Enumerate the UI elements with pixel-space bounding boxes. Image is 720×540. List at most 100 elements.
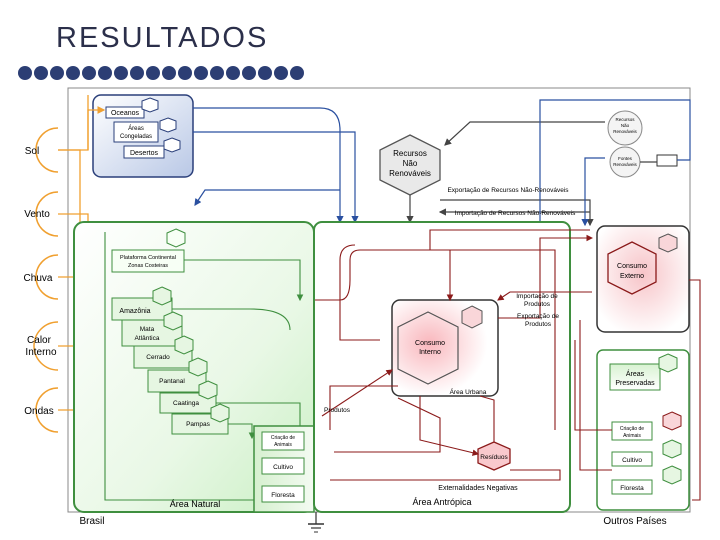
biome-staircase: Amazônia Mata Atlântica Cerrado Pantanal…: [111, 286, 230, 435]
outros-criacao-label-2: Animais: [623, 433, 641, 439]
plataforma-stock-icon: [166, 228, 186, 248]
outros-floresta-label: Floresta: [620, 485, 644, 492]
natural-flows: [104, 232, 304, 501]
cerrado-stock-icon: [174, 335, 194, 355]
outros-criacao-box: [611, 421, 653, 441]
amazonia-stock-icon: [152, 286, 172, 306]
pampas-stock-icon: [210, 403, 230, 423]
external-stock-icon: [658, 233, 678, 253]
global-flows: [193, 99, 691, 227]
source-sol: Sol: [25, 127, 59, 173]
areas-congeladas-box: [113, 121, 159, 143]
oceanos-label: Oceanos: [111, 110, 140, 117]
title-dot: [290, 66, 304, 80]
import-nr-label: Importação de Recursos Não-Renováveis: [455, 210, 576, 217]
nr-label-3: Renováveis: [389, 169, 431, 178]
desertos-label: Desertos: [130, 150, 159, 157]
outros-criacao-label-1: Criação de: [620, 426, 644, 432]
title-dot: [194, 66, 208, 80]
export-nr-label: Exportação de Recursos Não-Renováveis: [447, 187, 569, 194]
source-ondas: Ondas: [24, 387, 59, 433]
residuos-node: [477, 441, 511, 471]
title-dot: [34, 66, 48, 80]
externalidades-label: Externalidades Negativas: [438, 485, 518, 492]
criacao-label-1: Criação de: [271, 435, 295, 441]
consumo-externo-node: [607, 241, 657, 295]
title-dot: [66, 66, 80, 80]
title-dot: [162, 66, 176, 80]
outros-flows: [574, 279, 701, 501]
title-dot: [258, 66, 272, 80]
area-urbana-label: Área Urbana: [450, 387, 487, 396]
oceanos-box: [105, 106, 145, 119]
title-dot: [146, 66, 160, 80]
desertos-box: [123, 145, 165, 159]
outros-floresta-stock-icon: [662, 465, 682, 485]
desert-storage-icon: [163, 137, 181, 153]
external-money-box: [656, 154, 678, 167]
mata-label-2: Atlântica: [135, 335, 160, 342]
oceanos-storage-icon: [141, 97, 159, 113]
areas-preservadas-label-2: Preservadas: [615, 380, 655, 387]
amazonia-label: Amazônia: [119, 308, 150, 315]
calor-label-1: Calor: [27, 335, 52, 346]
cultivo-box: [261, 457, 305, 475]
outros-cultivo-label: Cultivo: [622, 457, 642, 464]
floresta-box: [261, 485, 305, 503]
outros-cultivo-box: [611, 451, 653, 467]
export-produtos-label-2: Produtos: [525, 321, 552, 328]
ext-nr-label-3: Renováveis: [613, 129, 637, 134]
external-nr-node: [607, 110, 643, 146]
consumo-interno-label-1: Consumo: [415, 340, 445, 347]
biome-plataforma: Plataforma Continental Zonas Costeiras: [111, 228, 186, 273]
import-produtos-label-1: Importação de: [516, 293, 558, 300]
areas-congeladas-label-1: Áreas: [128, 125, 144, 132]
chuva-label: Chuva: [24, 273, 53, 284]
title-dot: [18, 66, 32, 80]
pantanal-label: Pantanal: [159, 378, 185, 385]
export-produtos-label-1: Exportação de: [517, 313, 559, 320]
ice-storage-icon: [159, 117, 177, 133]
import-produtos-label-2: Produtos: [524, 301, 551, 308]
vento-label: Vento: [24, 209, 50, 220]
outros-floresta-box: [611, 479, 653, 495]
plataforma-label-1: Plataforma Continental: [120, 255, 176, 261]
consumo-externo-label-2: Externo: [620, 273, 644, 280]
brasil-label: Brasil: [79, 516, 104, 527]
cerrado-label: Cerrado: [146, 354, 170, 361]
residuos-label: Resíduos: [480, 454, 508, 461]
biome-pantanal: [147, 369, 207, 393]
outros-paises-label: Outros Países: [603, 516, 666, 527]
areas-preservadas-label-1: Áreas: [626, 369, 645, 378]
outros-criacao-stock-icon: [662, 411, 682, 431]
mata-stock-icon: [163, 311, 183, 331]
pantanal-stock-icon: [188, 357, 208, 377]
title-dot: [98, 66, 112, 80]
area-natural-label: Área Natural: [170, 499, 221, 509]
ext-fr-label-1: Fontes: [618, 156, 633, 161]
anthropic-flows: [315, 229, 594, 481]
sol-label: Sol: [25, 146, 39, 157]
caatinga-label: Caatinga: [173, 400, 199, 407]
areas-preservadas-box: [609, 363, 661, 391]
consumo-interno-node: [397, 311, 459, 385]
plataforma-label-2: Zonas Costeiras: [128, 263, 168, 269]
area-antropica-label: Área Antrópica: [412, 497, 471, 507]
heat-sink-icon: [308, 512, 324, 533]
ondas-label: Ondas: [24, 406, 53, 417]
mata-label-1: Mata: [140, 326, 155, 333]
consumo-externo-label-1: Consumo: [617, 263, 647, 270]
ext-nr-label-2: Não: [621, 123, 630, 128]
title-dot: [242, 66, 256, 80]
title-dot: [130, 66, 144, 80]
areas-congeladas-label-2: Congeladas: [120, 134, 152, 140]
title-dot: [274, 66, 288, 80]
consumo-externo-region: [596, 225, 690, 333]
floresta-label: Floresta: [271, 492, 295, 499]
urban-stock-icon: [461, 305, 483, 329]
title-dot: [178, 66, 192, 80]
source-vento: Vento: [24, 191, 59, 237]
pampas-label: Pampas: [186, 421, 211, 428]
title-dot: [226, 66, 240, 80]
